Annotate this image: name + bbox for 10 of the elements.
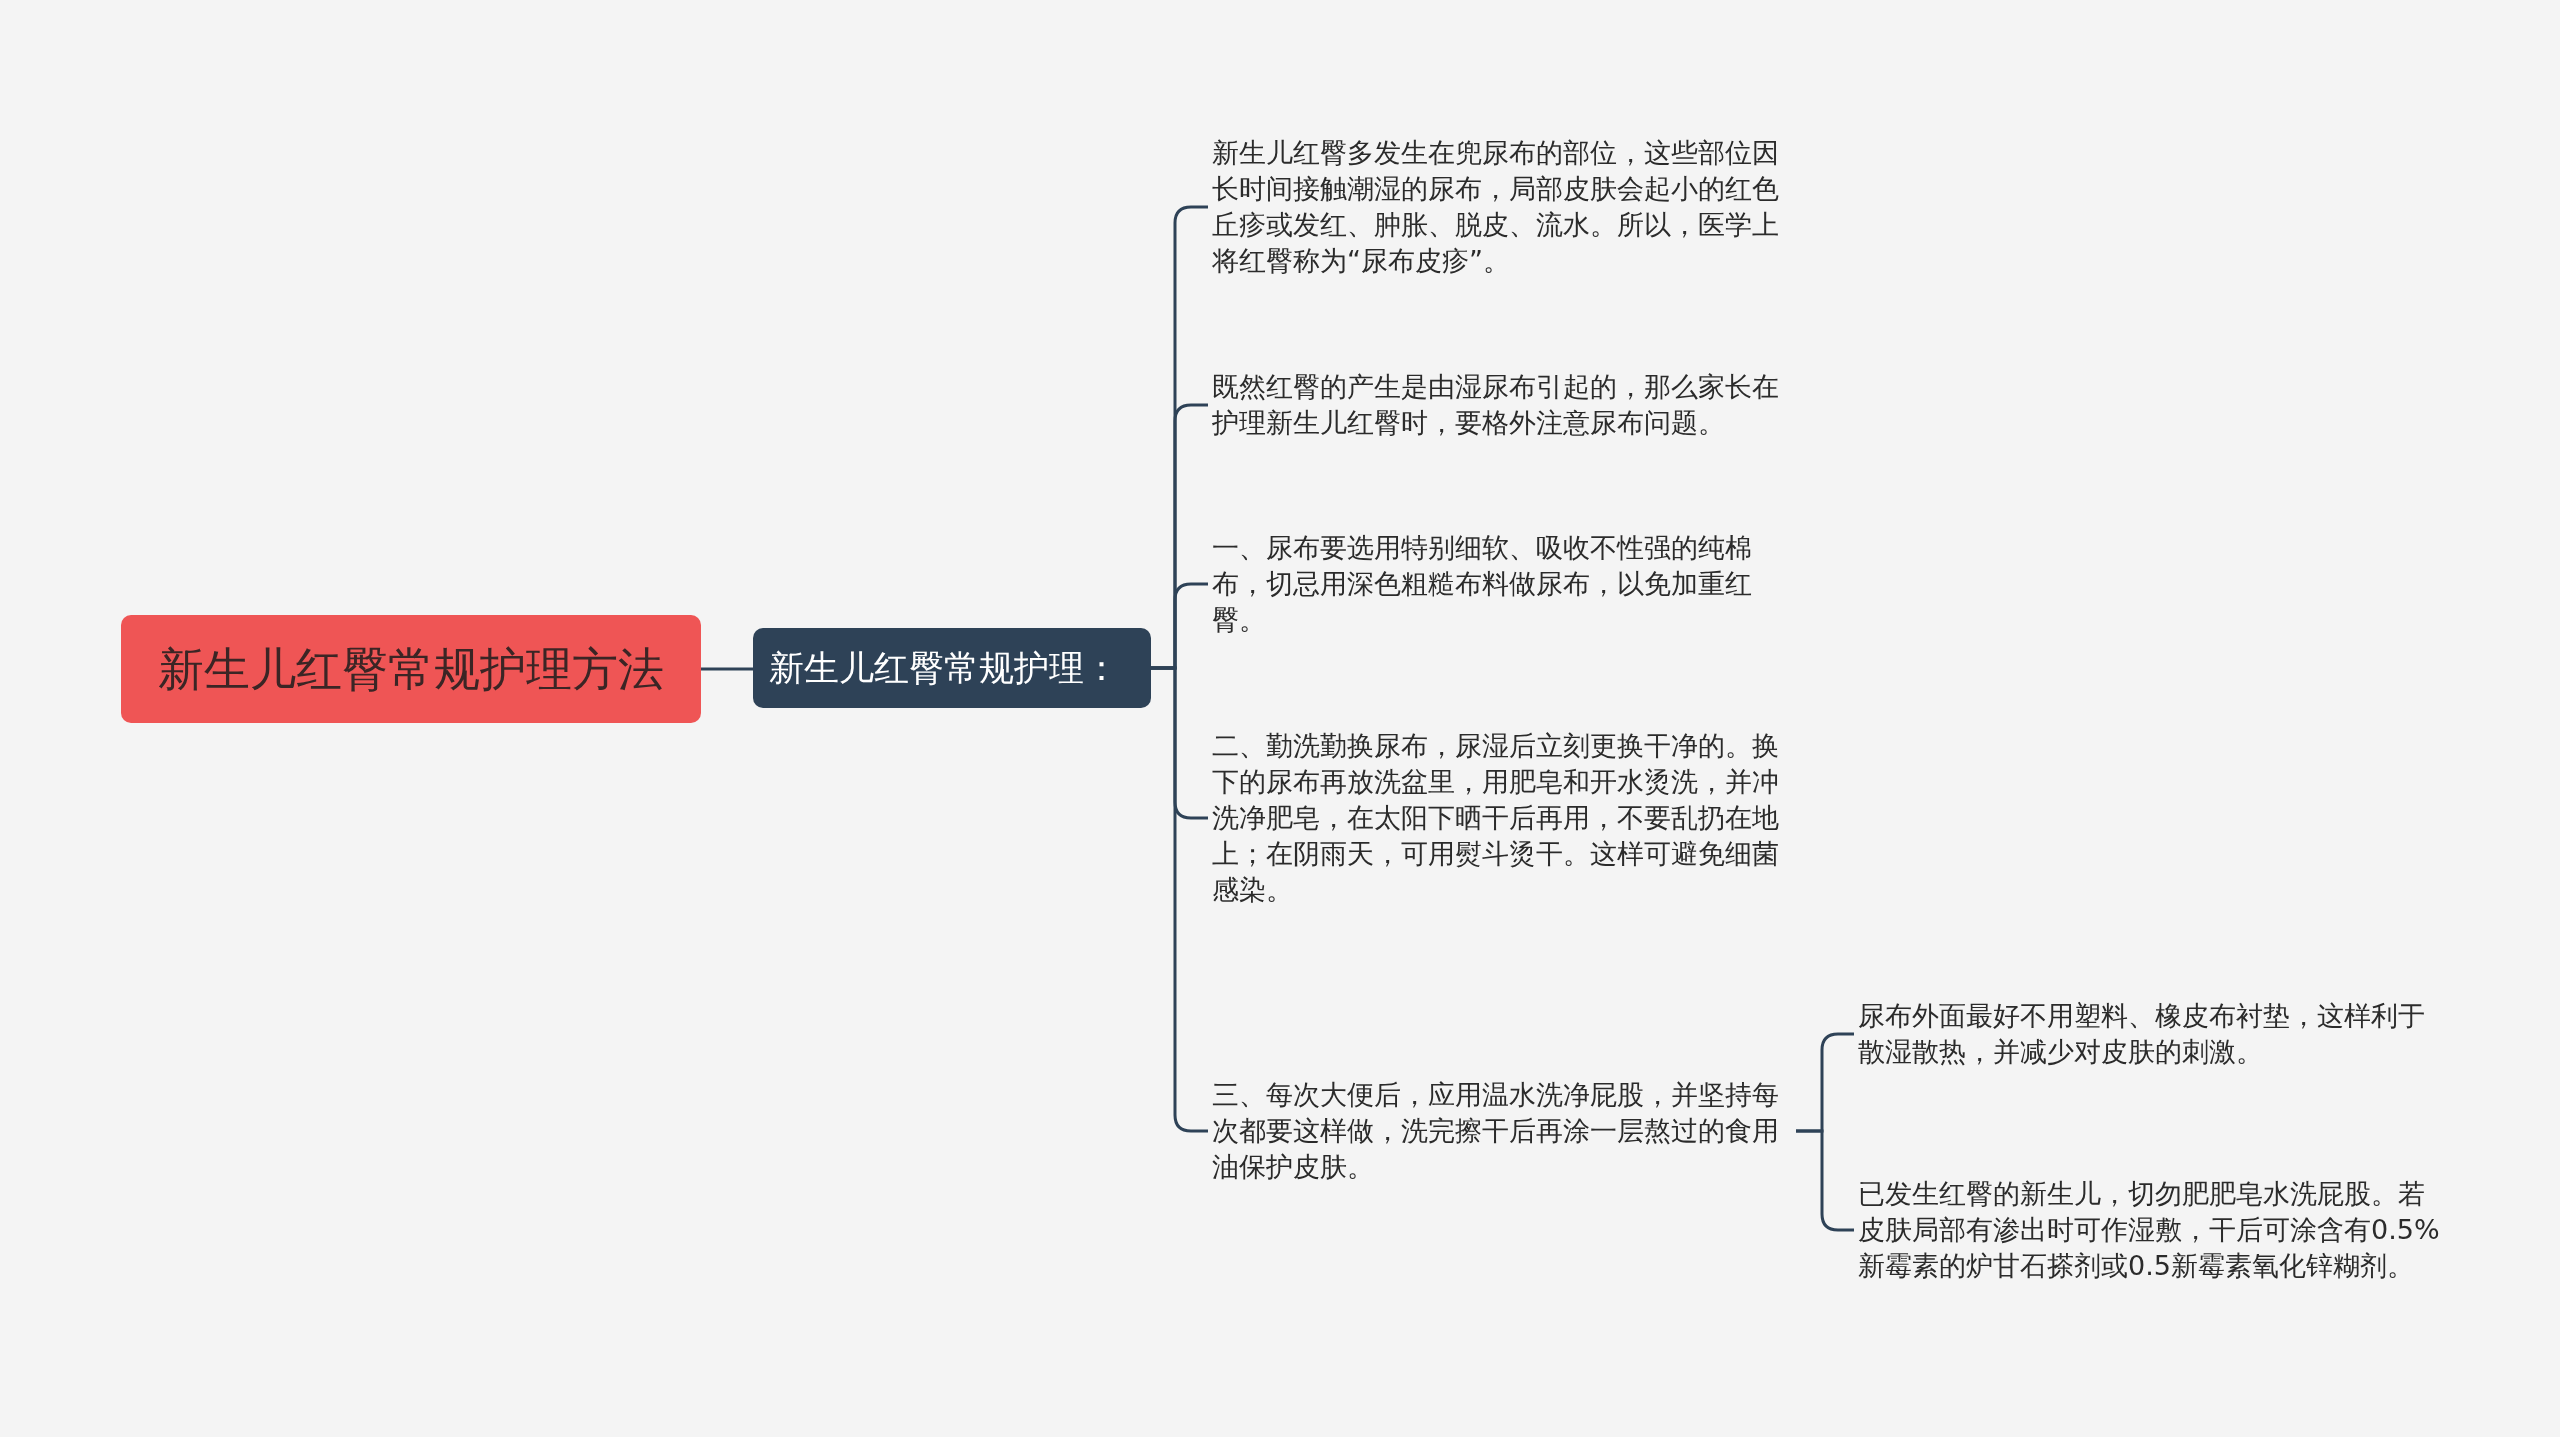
topic-text: 尿布外面最好不用塑料、橡皮布衬垫，这样利于散湿散热，并减少对皮肤的刺激。 [1858, 998, 2442, 1070]
topic-text: 一、尿布要选用特别细软、吸收不性强的纯棉布，切忌用深色粗糙布料做尿布，以免加重红臀。 [1212, 530, 1796, 638]
topic-text: 二、勤洗勤换尿布，尿湿后立刻更换干净的。换下的尿布再放洗盆里，用肥皂和开水烫洗，并冲洗净肥皂，在太阳下晒干后再用，不要乱扔在地上；在阴雨天，可用熨斗烫干。这样可避免细菌感染。 [1212, 728, 1796, 908]
topic-text: 新生儿红臀多发生在兜尿布的部位，这些部位因长时间接触潮湿的尿布，局部皮肤会起小的红色丘疹或发红、肿胀、脱皮、流水。所以，医学上将红臀称为“尿布皮疹”。 [1212, 135, 1796, 279]
topic-text: 既然红臀的产生是由湿尿布引起的，那么家长在护理新生儿红臀时，要格外注意尿布问题。 [1212, 369, 1796, 441]
topic-box: 新生儿红臀常规护理： [753, 628, 1151, 708]
topic-text: 三、每次大便后，应用温水洗净屁股，并坚持每次都要这样做，洗完擦干后再涂一层熬过的食用油保护皮肤。 [1212, 1077, 1796, 1185]
root-topic-box: 新生儿红臀常规护理方法 [121, 615, 701, 723]
connector-line [701, 667, 753, 671]
topic-text: 已发生红臀的新生儿，切勿肥肥皂水洗屁股。若皮肤局部有渗出时可作湿敷，干后可涂含有0.5%新霉素的炉甘石搽剂或0.5新霉素氧化锌糊剂。 [1858, 1176, 2442, 1284]
